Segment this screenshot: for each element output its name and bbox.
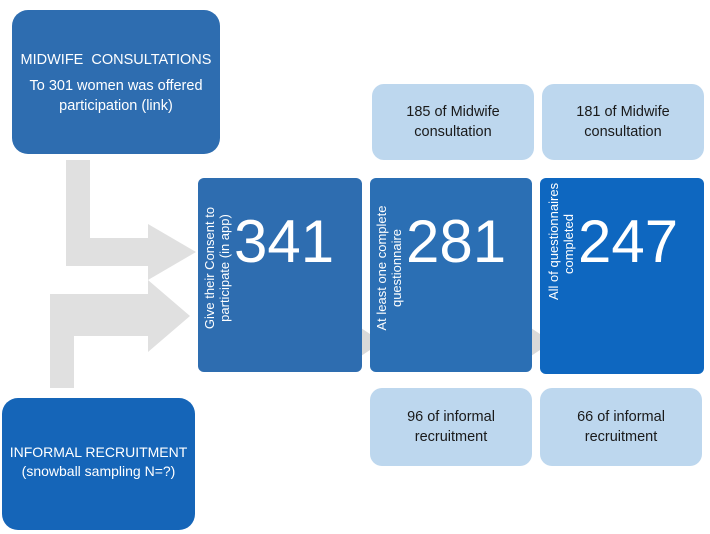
informal-line2: (snowball sampling N=?) [21, 463, 176, 479]
stage-consent-count: 341 [234, 208, 335, 275]
stage-consent: Give their Consent to participate (in ap… [198, 178, 362, 372]
midwife-note-stage3: 181 of Midwife consultation [542, 84, 704, 160]
midwife-line1: To 301 women was offered [29, 78, 203, 94]
informal-recruitment-box: INFORMAL RECRUITMENT (snowball sampling … [2, 398, 195, 530]
informal-line1: INFORMAL RECRUITMENT [9, 444, 188, 460]
stage-one-questionnaire-count: 281 [406, 208, 507, 275]
midwife-line2: participation (link) [59, 98, 173, 114]
arrow-midwife-to-consent [66, 160, 196, 280]
arrow-informal-to-consent [50, 280, 190, 388]
midwife-consultations-box: MIDWIFE CONSULTATIONS To 301 women was o… [12, 10, 220, 154]
stage-all-questionnaires: All of questionnaires completed 247 [540, 178, 704, 374]
stage-all-questionnaires-label: All of questionnaires completed [546, 182, 576, 300]
informal-note-stage3: 66 of informal recruitment [540, 388, 702, 466]
stage-one-questionnaire: At least one complete questionnaire 281 [370, 178, 532, 372]
informal-note-stage2: 96 of informal recruitment [370, 388, 532, 466]
stage-all-questionnaires-count: 247 [578, 208, 679, 275]
stage-one-questionnaire-label: At least one complete questionnaire [374, 205, 404, 331]
midwife-note-stage2: 185 of Midwife consultation [372, 84, 534, 160]
stage-consent-label: Give their Consent to participate (in ap… [202, 206, 232, 330]
midwife-title: MIDWIFE CONSULTATIONS [20, 52, 212, 68]
